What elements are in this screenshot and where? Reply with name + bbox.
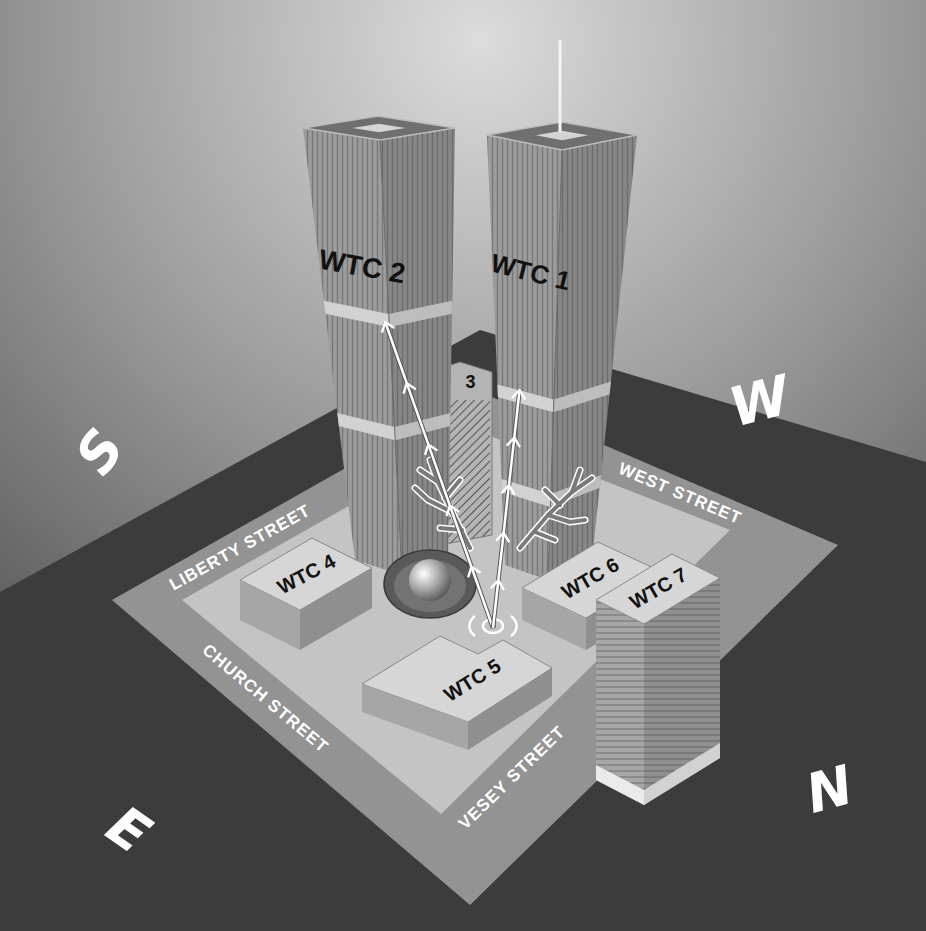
building: 3	[457, 368, 483, 397]
building-name: WTC 1	[488, 249, 574, 298]
tall-building	[596, 554, 720, 805]
label-anchor: S	[81, 421, 120, 484]
signal-arrow	[385, 322, 493, 628]
building: WTC 5	[412, 628, 532, 732]
dark-ground	[0, 330, 926, 931]
label-anchor: WEST STREET	[614, 484, 746, 504]
label-anchor: E	[110, 799, 147, 862]
label-anchor: N	[807, 759, 853, 822]
arrow-line	[385, 322, 493, 628]
building: WTC 7	[618, 559, 698, 618]
building-name: WTC 7	[625, 563, 691, 614]
street-band	[112, 392, 838, 905]
compass-letter: E	[95, 794, 161, 866]
building-name: 3	[465, 372, 476, 393]
building-name: WTC 5	[440, 654, 506, 707]
compass-letter: W	[723, 364, 797, 439]
arrow-outline	[493, 390, 520, 628]
arrow-line	[493, 390, 520, 628]
street-name: CHURCH STREET	[198, 641, 332, 758]
label-anchor: VESEY STREET	[442, 768, 583, 788]
street-name: WEST STREET	[615, 459, 744, 529]
low-building	[240, 538, 372, 650]
signal-arrow	[493, 390, 520, 628]
south-tower	[303, 116, 455, 575]
building: WTC 1	[484, 245, 578, 390]
building: WTC 2	[312, 240, 432, 322]
arrow-outline	[385, 322, 493, 628]
street-name: VESEY STREET	[455, 722, 569, 833]
building: WTC 6	[552, 549, 628, 608]
label-anchor: CHURCH STREET	[186, 689, 345, 709]
building-name: WTC 6	[557, 553, 623, 604]
building-name: WTC 2	[316, 244, 408, 291]
compass-letter: N	[800, 754, 860, 826]
label-anchor: W	[730, 371, 790, 434]
plaza-sphere	[384, 550, 476, 618]
compass-letter: S	[63, 418, 136, 485]
building: WTC 4	[264, 544, 348, 604]
building-name: WTC 4	[273, 549, 339, 599]
label-anchor: LIBERTY STREET	[161, 538, 320, 558]
low-building	[362, 636, 552, 750]
